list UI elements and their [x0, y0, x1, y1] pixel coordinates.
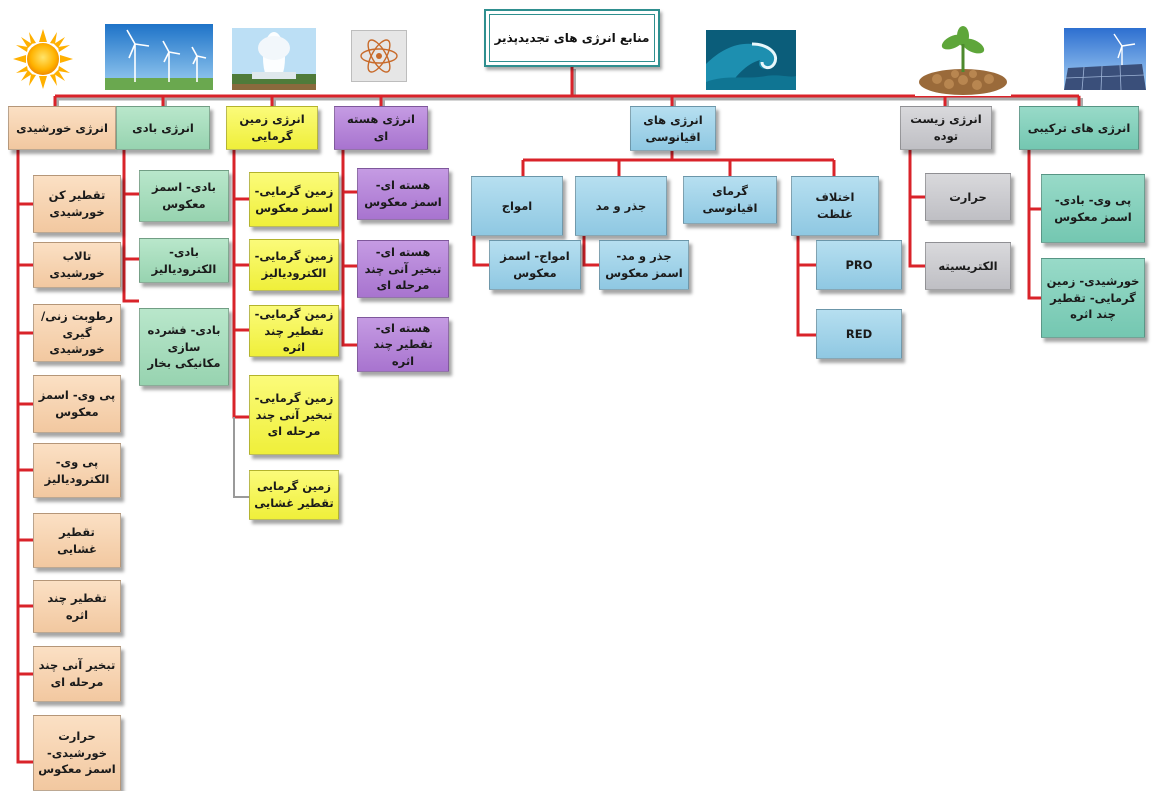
- category-ocean: انرژی های اقیانوسی: [630, 106, 716, 151]
- root-title-box: منابع انرژی های تجدیدپذیر: [484, 9, 660, 67]
- nuclear-item: هسته ای- تقطیر چند اثره: [357, 317, 449, 372]
- biomass-item: الکتریسیته: [925, 242, 1011, 290]
- category-solar: انرژی خورشیدی: [8, 106, 116, 150]
- solar-item: پی وی- الکترودیالیز: [33, 443, 121, 498]
- category-hybrid: انرژی های ترکیبی: [1019, 106, 1139, 150]
- geothermal-item: زمین گرمایی- تبخیر آنی چند مرحله ای: [249, 375, 339, 455]
- geothermal-item: زمین گرمایی- تقطیر چند اثره: [249, 305, 339, 357]
- solar-item: تقطیر غشایی: [33, 513, 121, 568]
- hybrid-item: خورشیدی- زمین گرمایی- تقطیر چند اثره: [1041, 258, 1145, 338]
- wind-item: بادی- فشرده سازی مکانیکی بخار: [139, 308, 229, 386]
- wind-item: بادی- الکترودیالیز: [139, 238, 229, 283]
- ocean-sub-salinity: اختلاف غلظت: [791, 176, 879, 236]
- waves-item: امواج- اسمز معکوس: [489, 240, 581, 290]
- nuclear-item: هسته ای- تبخیر آنی چند مرحله ای: [357, 240, 449, 298]
- geothermal-item: زمین گرمایی- اسمز معکوس: [249, 172, 339, 227]
- atom-icon: [351, 30, 407, 82]
- solar-item: پی وی- اسمز معکوس: [33, 375, 121, 433]
- solar-item: رطوبت زنی/ گیری خورشیدی: [33, 304, 121, 362]
- ocean-wave-photo: [706, 30, 796, 90]
- solar-item: تقطیر چند اثره: [33, 580, 121, 633]
- ocean-sub-tide: جذر و مد: [575, 176, 667, 236]
- solar-item: تبخیر آنی چند مرحله ای: [33, 646, 121, 702]
- category-wind: انرژی بادی: [116, 106, 210, 150]
- biomass-item: حرارت: [925, 173, 1011, 221]
- wind-turbines-photo: [105, 24, 213, 90]
- wind-item: بادی- اسمز معکوس: [139, 170, 229, 222]
- nuclear-item: هسته ای- اسمز معکوس: [357, 168, 449, 220]
- solar-panel-wind-photo: [1064, 28, 1146, 90]
- category-nuclear: انرژی هسته ای: [334, 106, 428, 150]
- root-title: منابع انرژی های تجدیدپذیر: [494, 31, 650, 45]
- biomass-seedling-photo: [915, 24, 1011, 96]
- ocean-sub-waves: امواج: [471, 176, 563, 236]
- geothermal-item: زمین گرمایی- الکترودیالیز: [249, 239, 339, 291]
- sun-icon: [12, 28, 74, 90]
- solar-item: تقطیر کن خورشیدی: [33, 175, 121, 233]
- category-geothermal: انرژی زمین گرمایی: [226, 106, 318, 150]
- salinity-item-pro: PRO: [816, 240, 902, 290]
- geothermal-item: زمین گرمایی تقطیر غشایی: [249, 470, 339, 520]
- category-biomass: انرژی زیست توده: [900, 106, 992, 150]
- ocean-sub-thermal: گرمای اقیانوسی: [683, 176, 777, 224]
- hybrid-item: پی وی- بادی- اسمز معکوس: [1041, 174, 1145, 243]
- solar-item: تالاب خورشیدی: [33, 242, 121, 288]
- tide-item: جذر و مد- اسمز معکوس: [599, 240, 689, 290]
- solar-item: حرارت خورشیدی- اسمز معکوس: [33, 715, 121, 791]
- geyser-photo: [232, 28, 316, 90]
- salinity-item-red: RED: [816, 309, 902, 359]
